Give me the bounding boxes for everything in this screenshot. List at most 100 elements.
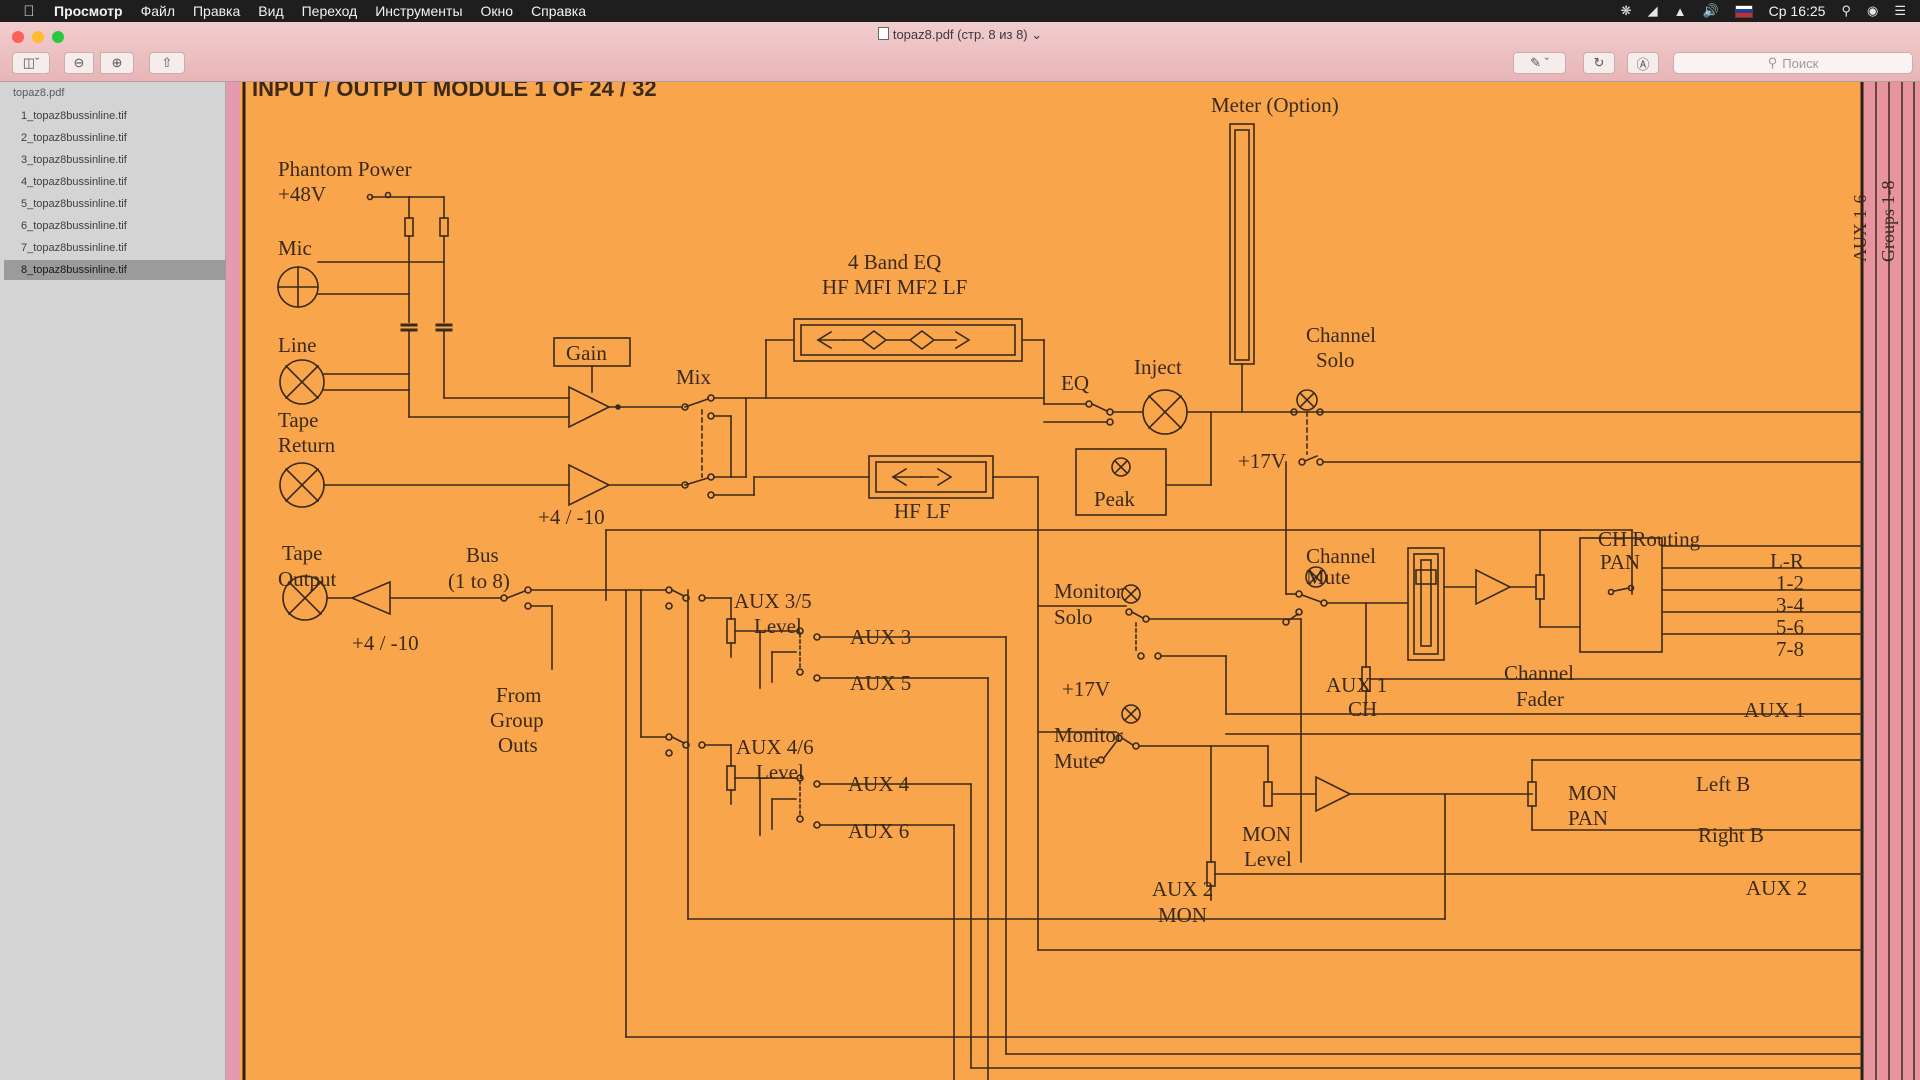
- label-aux5: AUX 5: [850, 671, 911, 695]
- sidebar-page-1[interactable]: 1_topaz8bussinline.tif: [21, 110, 127, 122]
- apple-menu-icon[interactable]: : [18, 3, 40, 20]
- label-channel-fader-1: Channel: [1504, 661, 1574, 685]
- label-channel-mute-1: Channel: [1306, 544, 1376, 568]
- search-icon: ⚲: [1767, 55, 1778, 70]
- minimize-window-button[interactable]: [32, 31, 44, 43]
- document-icon: [877, 27, 889, 40]
- label-aux46: AUX 4/6: [736, 735, 814, 759]
- label-tape-output-2: Output: [278, 567, 337, 591]
- markup-toolbar-button[interactable]: Ⓐ: [1627, 52, 1659, 74]
- label-aux1: AUX 1: [1744, 698, 1805, 722]
- label-gain: Gain: [566, 341, 607, 365]
- label-channel-mute-2: Mute: [1306, 565, 1350, 589]
- label-channel-fader-2: Fader: [1516, 687, 1564, 711]
- label-channel-solo-1: Channel: [1306, 323, 1376, 347]
- label-bus-78: 7-8: [1776, 637, 1804, 661]
- menu-edit[interactable]: Правка: [192, 3, 241, 19]
- block-diagram-page: INPUT / OUTPUT MODULE 1 OF 24 / 32 Meter…: [226, 82, 1920, 1080]
- menu-clock[interactable]: Ср 16:25: [1768, 3, 1826, 19]
- menu-view[interactable]: Вид: [258, 3, 284, 19]
- label-mon-level-1: MON: [1242, 822, 1291, 846]
- menu-file[interactable]: Файл: [140, 3, 175, 19]
- label-mix: Mix: [676, 365, 712, 389]
- zoom-window-button[interactable]: [52, 31, 64, 43]
- zoom-in-icon: ⊕: [111, 55, 123, 70]
- label-left-b: Left B: [1696, 772, 1750, 796]
- bluetooth-icon[interactable]: ❋: [1620, 3, 1632, 18]
- label-inject: Inject: [1134, 355, 1182, 379]
- rotate-button[interactable]: ↻: [1583, 52, 1615, 74]
- label-aux1-ch-1: AUX 1: [1326, 673, 1387, 697]
- volume-icon[interactable]: 🔊: [1702, 3, 1719, 18]
- search-field[interactable]: ⚲ Поиск: [1673, 52, 1913, 74]
- status-area: ❋ ◢ ▲ 🔊 Ср 16:25 ⚲ ◉ ☰: [1621, 0, 1906, 22]
- label-mon-pan-1: MON: [1568, 781, 1617, 805]
- label-aux6: AUX 6: [848, 819, 909, 843]
- close-window-button[interactable]: [12, 31, 24, 43]
- label-bus-lr: L-R: [1770, 549, 1804, 573]
- label-bus-34: 3-4: [1776, 593, 1804, 617]
- notification-center-icon[interactable]: ☰: [1894, 3, 1906, 18]
- label-eq-bands: HF MFI MF2 LF: [822, 275, 967, 299]
- label-bus-2: (1 to 8): [448, 569, 510, 593]
- label-aux2: AUX 2: [1746, 876, 1807, 900]
- input-source-flag-icon[interactable]: [1734, 4, 1753, 18]
- zoom-in-button[interactable]: ⊕: [100, 52, 134, 74]
- menu-app[interactable]: Просмотр: [54, 3, 123, 19]
- sidebar-icon: ◫ˇ: [22, 55, 40, 70]
- label-tape-return-1: Tape: [278, 408, 319, 432]
- share-icon: ⇧: [161, 55, 173, 70]
- label-bus-56: 5-6: [1776, 615, 1804, 639]
- label-monitor-mute-1: Monitor: [1054, 723, 1123, 747]
- zoom-out-button[interactable]: ⊖: [64, 52, 94, 74]
- label-meter: Meter (Option): [1211, 93, 1339, 117]
- label-plus17v-a: +17V: [1238, 449, 1286, 473]
- share-button[interactable]: ⇧: [149, 52, 185, 74]
- menu-tools[interactable]: Инструменты: [375, 3, 463, 19]
- sidebar-page-8[interactable]: 8_topaz8bussinline.tif: [4, 260, 226, 280]
- sidebar-page-3[interactable]: 3_topaz8bussinline.tif: [21, 154, 127, 166]
- sidebar-toggle-button[interactable]: ◫ˇ: [12, 52, 50, 74]
- search-placeholder: Поиск: [1782, 55, 1819, 71]
- label-aux1-ch-2: CH: [1348, 697, 1377, 721]
- markup-pen-button[interactable]: ✎ ˇ: [1513, 52, 1566, 74]
- label-aux35: AUX 3/5: [734, 589, 812, 613]
- label-phantom-voltage: +48V: [278, 182, 326, 206]
- label-pan: PAN: [1600, 550, 1640, 574]
- menu-window[interactable]: Окно: [480, 3, 514, 19]
- label-tape-return-2: Return: [278, 433, 336, 457]
- label-aux35-level: Level: [754, 614, 802, 638]
- label-level-switch-2: +4 / -10: [352, 631, 419, 655]
- label-side-aux: AUX 1-6: [1850, 195, 1870, 263]
- label-mon-level-2: Level: [1244, 847, 1292, 871]
- siri-icon[interactable]: ◉: [1867, 3, 1879, 18]
- document-viewer[interactable]: INPUT / OUTPUT MODULE 1 OF 24 / 32 Meter…: [226, 82, 1920, 1080]
- menu-help[interactable]: Справка: [531, 3, 586, 19]
- label-aux4: AUX 4: [848, 772, 910, 796]
- sidebar-page-7[interactable]: 7_topaz8bussinline.tif: [21, 242, 127, 254]
- label-eq: EQ: [1061, 371, 1089, 395]
- wifi-icon[interactable]: ◢: [1647, 3, 1658, 18]
- airplay-icon[interactable]: ▲: [1673, 3, 1687, 19]
- label-monitor-solo-2: Solo: [1054, 605, 1093, 629]
- label-bus-12: 1-2: [1776, 571, 1804, 595]
- sidebar-page-6[interactable]: 6_topaz8bussinline.tif: [21, 220, 127, 232]
- label-ch-routing: CH Routing: [1598, 527, 1701, 551]
- window-title-text: topaz8.pdf (стр. 8 из 8): [892, 27, 1028, 42]
- spotlight-search-icon[interactable]: ⚲: [1841, 3, 1851, 18]
- markup-icon: Ⓐ: [1636, 56, 1650, 72]
- label-monitor-solo-1: Monitor: [1054, 579, 1123, 603]
- sidebar-page-5[interactable]: 5_topaz8bussinline.tif: [21, 198, 127, 210]
- window-title[interactable]: topaz8.pdf (стр. 8 из 8) ⌄: [0, 27, 1920, 43]
- label-group: Group: [490, 708, 544, 732]
- sidebar-page-4[interactable]: 4_topaz8bussinline.tif: [21, 176, 127, 188]
- menu-go[interactable]: Переход: [301, 3, 358, 19]
- label-side-groups: Groups 1-8: [1878, 181, 1898, 263]
- label-outs: Outs: [498, 733, 538, 757]
- sidebar-page-2[interactable]: 2_topaz8bussinline.tif: [21, 132, 127, 144]
- sidebar-document-name[interactable]: topaz8.pdf: [13, 87, 65, 99]
- label-aux3: AUX 3: [850, 625, 911, 649]
- label-right-b: Right B: [1698, 823, 1764, 847]
- chevron-down-icon: ⌄: [1031, 27, 1043, 42]
- menu-bar:  Просмотр Файл Правка Вид Переход Инстр…: [0, 0, 1920, 22]
